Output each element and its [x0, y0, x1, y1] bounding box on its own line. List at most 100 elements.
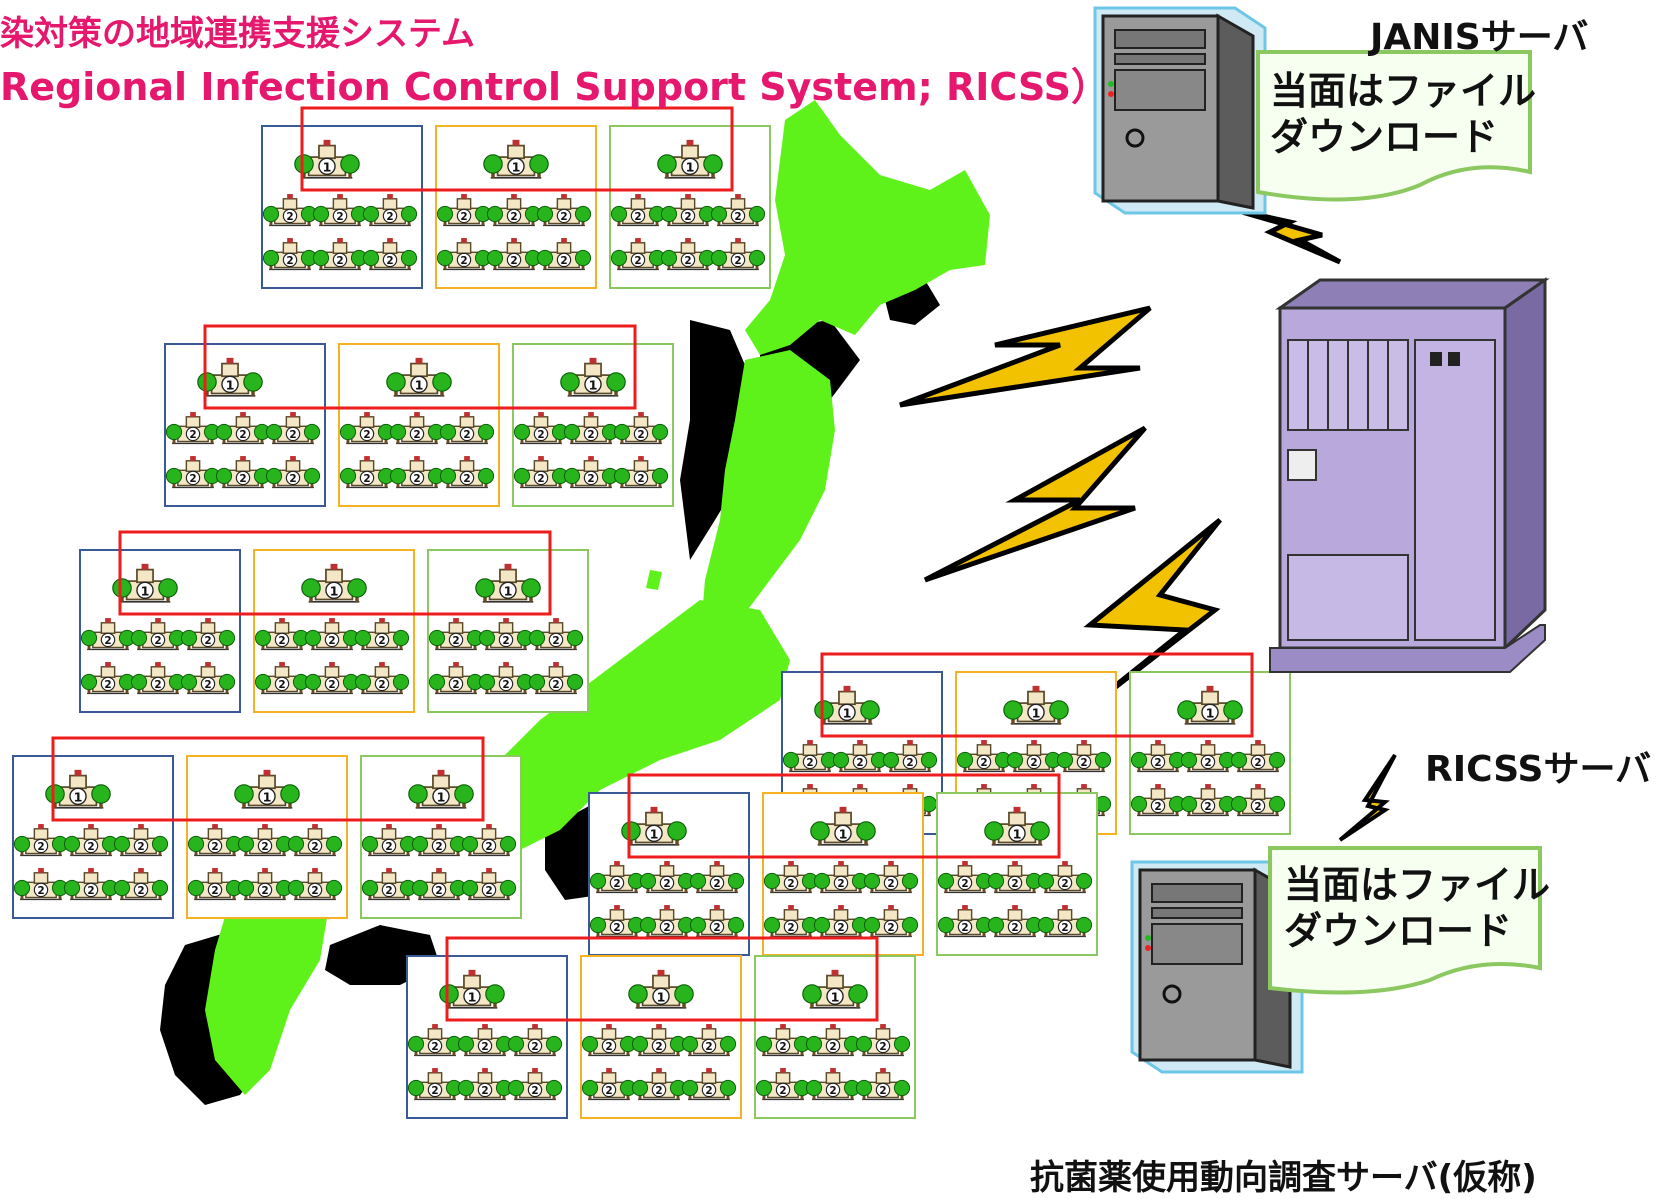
hospital-badge: 1 — [415, 377, 424, 392]
hospital-icon: 2 — [354, 618, 410, 651]
hospital-icon: 2 — [254, 618, 310, 651]
hospital-icon: 2 — [187, 824, 243, 857]
hospital-icon: 1 — [1003, 685, 1069, 725]
hospital-icon: 2 — [180, 618, 236, 651]
hospital-icon: 2 — [610, 194, 666, 227]
hospital-icon: 2 — [1037, 861, 1093, 894]
hospital-badge: 2 — [289, 429, 296, 441]
hospital-badge: 2 — [261, 885, 268, 897]
hospital-badge: 2 — [502, 679, 509, 691]
core-network-frame — [820, 652, 1254, 738]
hospital-badge: 2 — [1204, 801, 1211, 813]
hospital-icon: 2 — [956, 740, 1012, 773]
hospital-icon: 2 — [863, 905, 919, 938]
map-hokkaido — [745, 100, 990, 355]
janis-note-line1: 当面はファイル — [1270, 69, 1536, 113]
hospital-badge: 2 — [906, 757, 913, 769]
hospital-icon: 2 — [987, 861, 1043, 894]
speech-note-icon — [1268, 846, 1542, 995]
hospital-badge: 2 — [460, 255, 467, 267]
hospital-badge: 2 — [829, 1041, 836, 1053]
hospital-badge: 2 — [887, 922, 894, 934]
hospital-icon: 2 — [237, 868, 293, 901]
hospital-badge: 2 — [684, 255, 691, 267]
amr-note-line1: 当面はファイル — [1284, 863, 1550, 907]
hospital-badge: 2 — [204, 679, 211, 691]
hospital-badge: 1 — [1032, 705, 1041, 720]
hospital-badge: 1 — [330, 583, 339, 598]
hospital-icon: 2 — [265, 412, 321, 445]
hospital-icon: 2 — [457, 1068, 513, 1101]
hospital-badge: 2 — [378, 679, 385, 691]
hospital-icon: 1 — [294, 139, 360, 179]
hospital-badge: 2 — [239, 473, 246, 485]
diagram-title-en: Regional Infection Control Support Syste… — [0, 65, 1110, 109]
hospital-badge: 2 — [378, 635, 385, 647]
map-honshu-north — [700, 350, 835, 660]
hospital-badge: 2 — [286, 255, 293, 267]
hospital-badge: 2 — [713, 922, 720, 934]
hospital-icon: 2 — [513, 412, 569, 445]
hospital-badge: 1 — [468, 989, 477, 1004]
speech-note-icon — [1256, 50, 1532, 202]
hospital-badge: 2 — [1061, 878, 1068, 890]
hospital-badge: 2 — [560, 255, 567, 267]
hospital-icon: 2 — [407, 1068, 463, 1101]
hospital-badge: 2 — [261, 841, 268, 853]
hospital-icon: 2 — [855, 1068, 911, 1101]
hospital-icon: 2 — [1180, 784, 1236, 817]
hospital-icon: 2 — [610, 238, 666, 271]
hospital-icon: 1 — [112, 563, 178, 603]
hospital-icon: 2 — [428, 618, 484, 651]
core-network-frame — [300, 106, 734, 192]
connection-bolts — [899, 207, 1397, 842]
hospital-badge: 2 — [386, 255, 393, 267]
hospital-icon: 2 — [304, 618, 360, 651]
hospital-icon: 2 — [287, 868, 343, 901]
hospital-badge: 2 — [605, 1085, 612, 1097]
hospital-badge: 1 — [843, 705, 852, 720]
diagram-title-ja: 染対策の地域連携支援システム — [0, 14, 475, 54]
hospital-badge: 2 — [189, 473, 196, 485]
hospital-icon: 1 — [475, 563, 541, 603]
hospital-badge: 2 — [634, 255, 641, 267]
hospital-badge: 2 — [336, 255, 343, 267]
hospital-icon: 2 — [63, 868, 119, 901]
hospital-icon: 2 — [631, 1068, 687, 1101]
core-network-frame — [51, 736, 485, 822]
hospital-icon: 1 — [657, 139, 723, 179]
core-network-frame — [203, 324, 637, 410]
janis-server-label: JANISサーバ — [1370, 17, 1589, 58]
map-shadow-tohoku — [680, 320, 760, 560]
hospital-badge: 2 — [1030, 757, 1037, 769]
hospital-icon: 2 — [1056, 740, 1112, 773]
hospital-badge: 2 — [879, 1041, 886, 1053]
hospital-icon: 2 — [987, 905, 1043, 938]
hospital-badge: 1 — [589, 377, 598, 392]
hospital-icon: 2 — [339, 456, 395, 489]
hospital-badge: 2 — [485, 885, 492, 897]
hospital-icon: 2 — [312, 238, 368, 271]
hospital-badge: 2 — [286, 211, 293, 223]
hospital-badge: 2 — [1011, 878, 1018, 890]
ricss-server — [1269, 277, 1550, 673]
hospital-badge: 2 — [510, 211, 517, 223]
janis-note: 当面はファイル ダウンロード — [1256, 50, 1536, 202]
hospital-badge: 1 — [839, 826, 848, 841]
hospital-icon: 2 — [1230, 740, 1286, 773]
hospital-icon: 2 — [507, 1024, 563, 1057]
hospital-icon: 2 — [237, 824, 293, 857]
hospital-badge: 2 — [634, 211, 641, 223]
hospital-badge: 2 — [328, 679, 335, 691]
hospital-badge: 2 — [87, 885, 94, 897]
hospital-icon: 1 — [628, 969, 694, 1009]
hospital-badge: 2 — [154, 635, 161, 647]
hospital-icon: 2 — [513, 456, 569, 489]
hospital-icon: 2 — [813, 861, 869, 894]
hospital-icon: 1 — [621, 806, 687, 846]
